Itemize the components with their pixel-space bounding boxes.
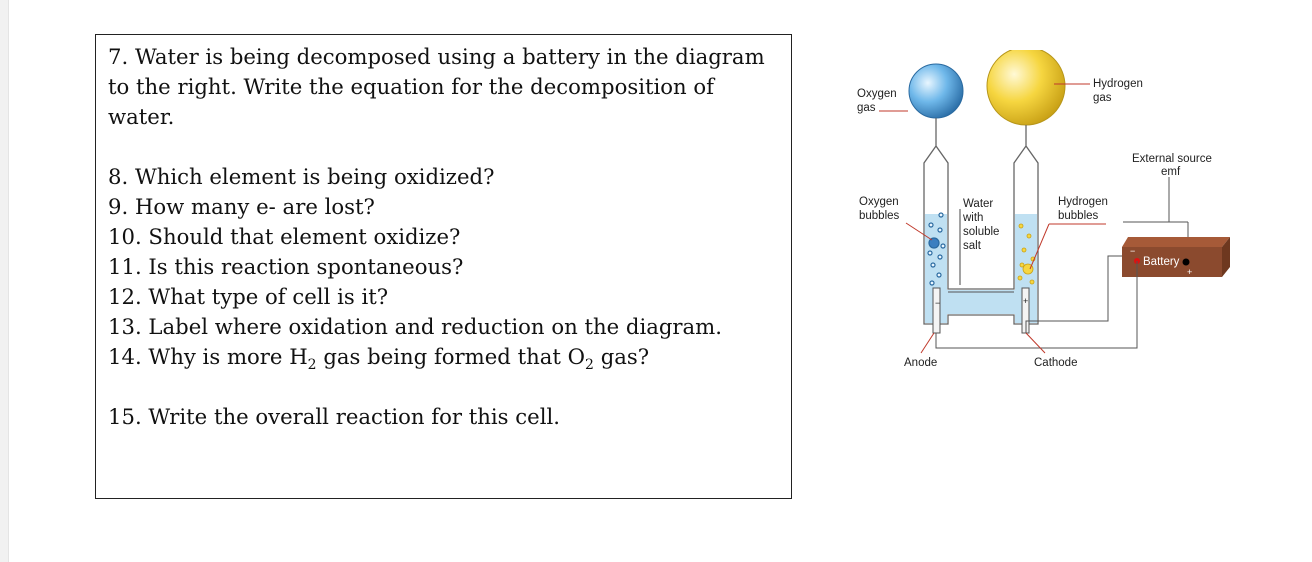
label-water-line1: Water xyxy=(963,198,993,210)
label-hydrogen-gas-line2: gas xyxy=(1093,92,1112,104)
q14-part-2: gas being formed that O xyxy=(316,344,586,369)
q14-part-3: gas? xyxy=(593,344,650,369)
question-box: 7. Water is being decomposed using a bat… xyxy=(95,34,792,499)
question-10: 10. Should that element oxidize? xyxy=(108,224,461,249)
anode-minus: − xyxy=(935,298,940,308)
question-9: 9. How many e- are lost? xyxy=(108,194,375,219)
label-hydrogen-gas-line1: Hydrogen xyxy=(1093,78,1143,90)
hydrogen-sphere xyxy=(986,50,1066,126)
hydrogen-bubbles xyxy=(1017,223,1036,285)
label-oxygen-bubbles-line1: Oxygen xyxy=(859,196,899,208)
oxygen-bubbles xyxy=(927,212,946,286)
label-hydrogen-bubbles-line1: Hydrogen xyxy=(1058,196,1108,208)
water-fill xyxy=(925,214,1037,323)
label-oxygen-gas-line1: Oxygen xyxy=(857,88,897,100)
q14-sub-1: 2 xyxy=(307,357,317,373)
pointer-lines xyxy=(879,83,1106,354)
question-14: 14. Why is more H2 gas being formed that… xyxy=(108,342,779,372)
oxygen-sphere xyxy=(908,63,964,119)
anode-electrode xyxy=(932,287,941,334)
label-water-line4: salt xyxy=(963,240,982,252)
question-7: 7. Water is being decomposed using a bat… xyxy=(108,44,765,129)
label-water-line3: soluble xyxy=(963,226,999,238)
question-15: 15. Write the overall reaction for this … xyxy=(108,404,560,429)
label-oxygen-bubbles-line2: bubbles xyxy=(859,210,900,222)
q14-sub-2: 2 xyxy=(585,357,594,373)
cathode-plus: + xyxy=(1023,296,1028,306)
electrolysis-diagram: − + Battery − + Oxygen gas Hydr xyxy=(857,50,1230,369)
battery-label: Battery xyxy=(1143,256,1180,268)
left-rail xyxy=(0,0,9,562)
battery-plus: + xyxy=(1187,267,1192,277)
question-13: 13. Label where oxidation and reduction … xyxy=(108,314,723,339)
q14-part-1: 14. Why is more H xyxy=(108,344,308,369)
label-oxygen-gas-line2: gas xyxy=(857,102,876,114)
label-external-source: External source xyxy=(1132,153,1212,165)
question-11: 11. Is this reaction spontaneous? xyxy=(108,254,464,279)
wires xyxy=(935,177,1189,349)
label-cathode: Cathode xyxy=(1034,357,1077,369)
label-emf: emf xyxy=(1161,166,1181,178)
label-water-line2: with xyxy=(962,212,983,224)
question-8: 8. Which element is being oxidized? xyxy=(108,164,495,189)
label-hydrogen-bubbles-line2: bubbles xyxy=(1058,210,1099,222)
battery-positive-terminal xyxy=(1182,258,1190,266)
label-anode: Anode xyxy=(904,357,937,369)
battery-minus: − xyxy=(1130,246,1135,256)
question-12: 12. What type of cell is it? xyxy=(108,284,389,309)
